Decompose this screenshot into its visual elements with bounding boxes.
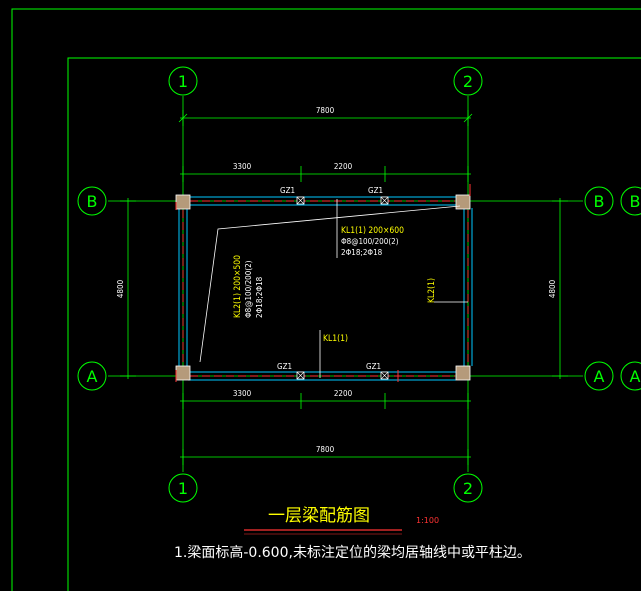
axis-label-2-top: 2 — [463, 72, 473, 91]
axis-bubble-2-bottom: 2 — [453, 473, 483, 503]
drawing-frame — [11, 8, 641, 591]
column-b2 — [455, 194, 471, 210]
axis-bubble-A-left: A — [77, 361, 107, 391]
gz1-columns — [296, 196, 389, 380]
leader-lines — [199, 199, 468, 378]
axis-label-B-right: B — [594, 192, 605, 211]
kl1-bottom-name: KL1(1) — [323, 334, 348, 344]
dimension-lines — [120, 110, 568, 465]
axis-label-B-left: B — [87, 192, 98, 211]
axis-label-1-top: 1 — [178, 72, 188, 91]
axis-bubble-1-top: 1 — [168, 66, 198, 96]
dim-height-left: 4800 — [116, 279, 125, 298]
gz1-label-bottom-right: GZ1 — [366, 362, 381, 371]
axis-bubble-B-left: B — [77, 186, 107, 216]
gz1-label-top-left: GZ1 — [280, 186, 295, 195]
dim-height-right: 4800 — [548, 279, 557, 298]
dim-right-bottom: 2200 — [334, 389, 353, 398]
dim-overall-bottom: 7800 — [316, 445, 335, 454]
kl2-left-rebar: 2Φ18;2Φ18 — [255, 276, 264, 318]
kl1-top-stirrup: Φ8@100/200(2) — [341, 237, 399, 246]
kl1-top-name: KL1(1) 200×600 — [341, 226, 404, 236]
dim-left-bottom: 3300 — [233, 389, 252, 398]
column-a1 — [175, 365, 191, 381]
axis-bubble-1-bottom: 1 — [168, 473, 198, 503]
axis-bubble-2-top: 2 — [453, 66, 483, 96]
kl2-left-name: KL2(1) 200×500 — [233, 255, 243, 318]
axis-label-A-right: A — [594, 367, 605, 386]
drawing-note: 1.梁面标高-0.600,未标注定位的梁均居轴线中或平柱边。 — [174, 544, 531, 561]
gz1-label-bottom-left: GZ1 — [277, 362, 292, 371]
axis-label-B-right-2: B — [630, 192, 641, 211]
axis-label-A-left: A — [87, 367, 98, 386]
rebar-lines — [182, 200, 469, 377]
dim-overall-top: 7800 — [316, 106, 335, 115]
corner-columns — [175, 194, 471, 381]
column-a2 — [455, 365, 471, 381]
dim-left-top: 3300 — [233, 162, 252, 171]
beams — [178, 196, 473, 381]
drawing-title: 一层梁配筋图 — [268, 506, 370, 526]
column-b1 — [175, 194, 191, 210]
axis-label-1-bottom: 1 — [178, 479, 188, 498]
axis-bubble-B-right: B B — [584, 186, 641, 216]
gz1-label-top-right: GZ1 — [368, 186, 383, 195]
drawing-scale: 1:100 — [416, 516, 439, 525]
dim-right-top: 2200 — [334, 162, 353, 171]
axis-bubble-A-right: A A — [584, 361, 641, 391]
kl2-left-stirrup: Φ8@100/200(2) — [244, 260, 253, 318]
axis-label-A-right-2: A — [630, 367, 641, 386]
kl2-right-name: KL2(1) — [427, 278, 437, 303]
axis-label-2-bottom: 2 — [463, 479, 473, 498]
kl1-top-rebar: 2Φ18;2Φ18 — [341, 248, 383, 257]
